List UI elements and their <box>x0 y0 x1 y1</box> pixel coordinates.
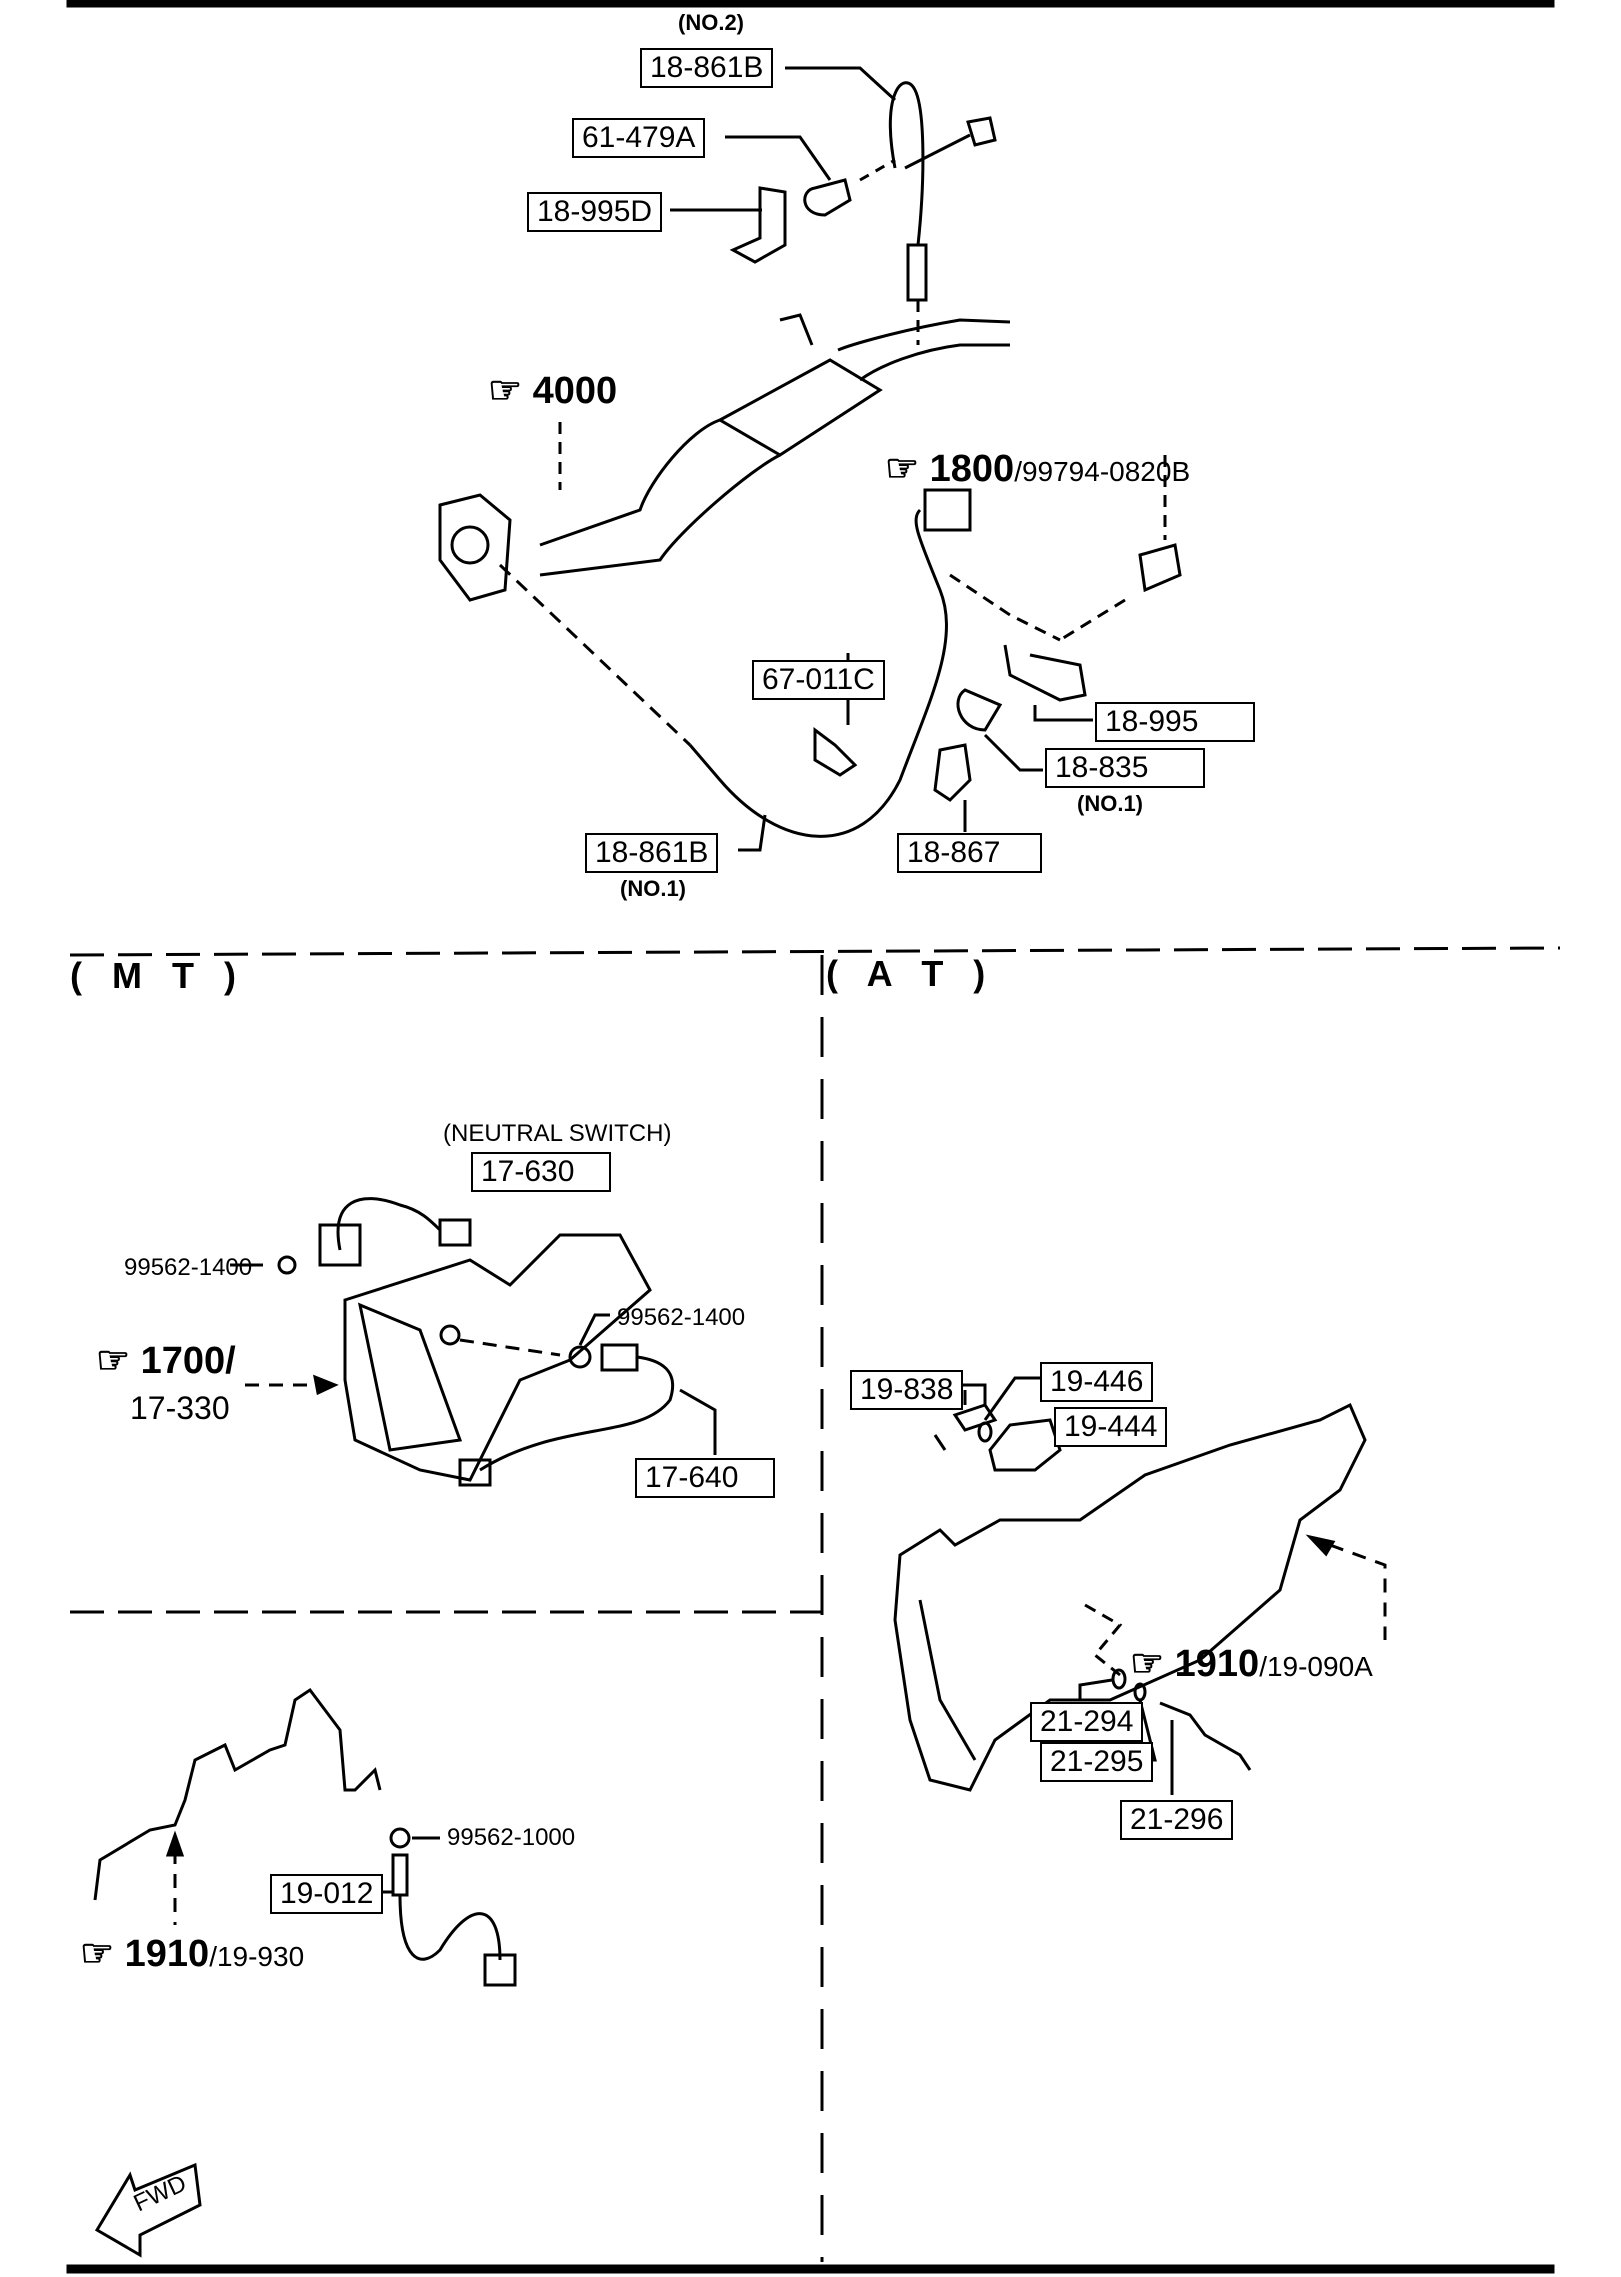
automatic-transmission-case <box>893 1402 1367 1792</box>
part-label-21-296[interactable]: 21-296 <box>1120 1800 1234 1840</box>
part-label-99562-1400-a[interactable]: 99562-1400 <box>124 1254 253 1281</box>
clamp-note: (NO.1) <box>1077 791 1143 816</box>
exhaust-flange <box>438 493 512 602</box>
part-label-99562-1400-b[interactable]: 99562-1400 <box>617 1304 746 1331</box>
sensor-no1-note: (NO.1) <box>620 876 686 901</box>
part-label-18-867[interactable]: 18-867 <box>897 833 1042 873</box>
bolt-19-838-shape <box>952 1403 998 1432</box>
washer-a <box>277 1255 297 1275</box>
bracket-18-995-shape <box>1003 644 1087 702</box>
part-label-19-012[interactable]: 19-012 <box>270 1874 384 1914</box>
clip-61-479a-shape <box>803 178 852 217</box>
part-label-61-479a[interactable]: 61-479A <box>572 118 706 158</box>
forward-arrow-icon <box>94 2162 202 2258</box>
pointing-hand-icon: ☞ <box>1130 1643 1165 1685</box>
pointing-hand-icon: ☞ <box>96 1340 131 1382</box>
part-label-18-861b-no1[interactable]: 18-861B <box>585 833 719 873</box>
leader <box>679 1388 717 1455</box>
o2-sensor-no2-body <box>906 243 928 302</box>
neutral-switch-note: (NEUTRAL SWITCH) <box>443 1120 672 1147</box>
part-label-21-294[interactable]: 21-294 <box>1030 1702 1144 1742</box>
bracket-18-995d-shape <box>729 186 787 264</box>
pointing-hand-icon: ☞ <box>80 1933 115 1975</box>
sensor-19-012-wire <box>398 1894 502 1961</box>
backup-switch-connector <box>458 1458 492 1487</box>
part-label-17-640[interactable]: 17-640 <box>635 1458 775 1498</box>
neutral-switch-wire <box>336 1197 442 1251</box>
part-21-294-shape <box>1111 1668 1127 1690</box>
washer-b <box>568 1345 592 1369</box>
part-21-296-shape <box>1159 1701 1252 1771</box>
holder-18-867-shape <box>933 743 972 802</box>
backup-switch-body <box>600 1343 639 1372</box>
o2-sensor-no1-wire <box>688 508 948 838</box>
leader <box>983 733 1043 772</box>
fluid-pipe <box>93 1687 382 1901</box>
leader <box>983 1376 1040 1421</box>
exhaust-pipe-front <box>539 418 781 577</box>
part-label-19-444[interactable]: 19-444 <box>1054 1407 1168 1447</box>
backup-switch-wire <box>479 1355 675 1472</box>
oring-19-446-shape <box>977 1421 993 1443</box>
o2-sensor-no2-wire <box>888 81 925 246</box>
manual-transmission-case <box>343 1233 652 1482</box>
leader <box>738 814 767 852</box>
sensor-19-444-shape <box>988 1418 1062 1472</box>
sensor-19-012-connector <box>483 1953 517 1987</box>
leader <box>785 66 897 102</box>
o2-sensor-no1-connector <box>923 488 972 532</box>
reference-4000[interactable]: ☞ 4000 <box>488 370 618 412</box>
sensor-19-012-body <box>391 1853 409 1897</box>
part-label-18-835[interactable]: 18-835 <box>1045 748 1205 788</box>
reference-1700[interactable]: ☞ 1700/ <box>96 1340 236 1382</box>
flange-hole <box>450 525 490 565</box>
section-header-mt: ( M T ) <box>70 955 246 996</box>
leader <box>578 1313 610 1346</box>
section-header-at: ( A T ) <box>826 953 996 994</box>
catalytic-converter <box>716 358 883 457</box>
washer-c <box>389 1827 411 1849</box>
leader <box>1078 1678 1113 1700</box>
top-rule <box>66 0 1555 8</box>
o2-sensor-no2-connector <box>904 116 997 170</box>
leader <box>1033 705 1093 722</box>
neutral-switch-body <box>318 1223 362 1267</box>
part-label-21-295[interactable]: 21-295 <box>1040 1742 1154 1782</box>
part-label-17-330[interactable]: 17-330 <box>130 1390 230 1426</box>
part-label-18-995[interactable]: 18-995 <box>1095 702 1255 742</box>
leader <box>725 135 832 181</box>
exhaust-drawing <box>438 66 1182 852</box>
neutral-switch-connector <box>438 1218 472 1247</box>
clip-67-011c-shape <box>813 727 858 777</box>
bottom-rule <box>66 2264 1555 2274</box>
mt-drawing <box>93 1197 717 1987</box>
part-label-19-446[interactable]: 19-446 <box>1040 1362 1154 1402</box>
exhaust-pipe-rear <box>779 313 1011 382</box>
pointing-hand-icon: ☞ <box>488 370 523 412</box>
part-label-17-630[interactable]: 17-630 <box>471 1152 611 1192</box>
bolt-shape <box>1138 543 1182 593</box>
leader <box>955 1383 987 1405</box>
part-label-18-995d[interactable]: 18-995D <box>527 192 663 232</box>
section-divider-horizontal <box>69 946 1561 957</box>
part-label-99562-1000[interactable]: 99562-1000 <box>447 1824 576 1851</box>
part-label-67-011c[interactable]: 67-011C <box>752 660 885 700</box>
part-label-18-861b-no2[interactable]: 18-861B <box>640 48 774 88</box>
reference-1910-at[interactable]: ☞ 1910/19-090A <box>1130 1643 1373 1685</box>
sensor-no2-note: (NO.2) <box>678 10 744 35</box>
pointing-hand-icon: ☞ <box>885 448 920 490</box>
clamp-18-835-shape <box>956 688 1003 732</box>
reference-1800[interactable]: ☞ 1800/99794-0820B <box>885 448 1191 490</box>
part-label-19-838[interactable]: 19-838 <box>850 1370 964 1410</box>
reference-1910-mt[interactable]: ☞ 1910/19-930 <box>80 1933 305 1975</box>
